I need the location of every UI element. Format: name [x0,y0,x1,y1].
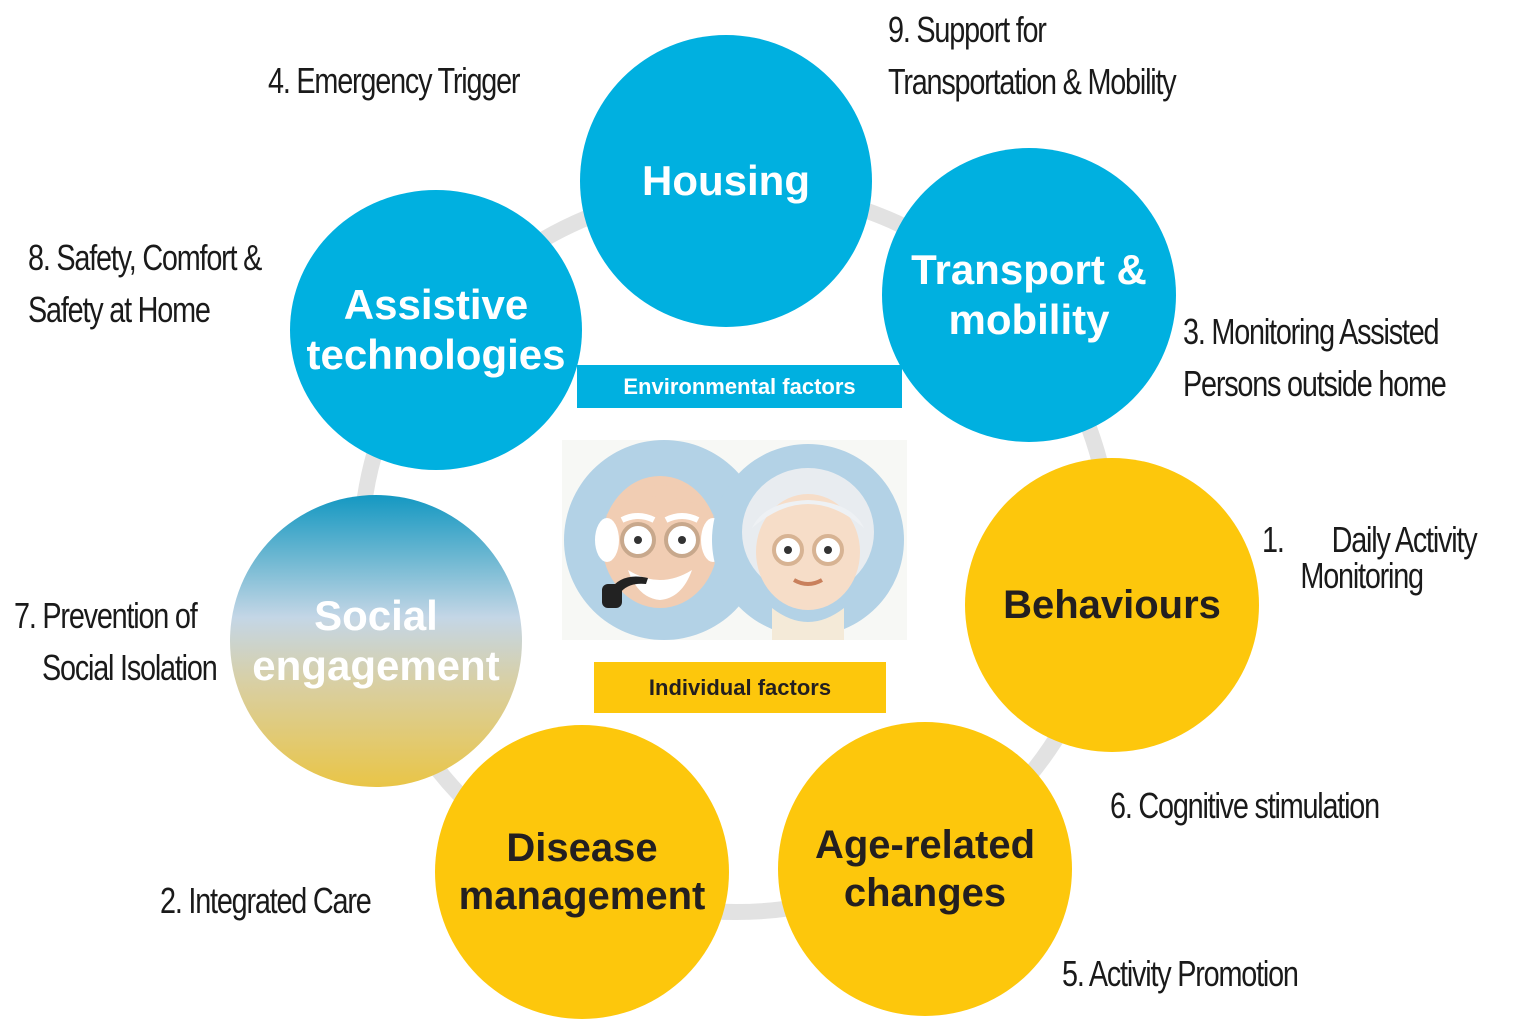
service-7-label: 7. Prevention of Social Isolation [14,590,218,694]
service-6-label: 6. Cognitive stimulation [1110,780,1380,832]
node-age-label-2: changes [843,871,1007,915]
service-5-label: 5. Activity Promotion [1062,948,1299,1000]
service-3-line1: 3. Monitoring Assisted [1183,311,1440,352]
service-1-line2: Monitoring [1300,555,1424,596]
environmental-factors-label: Environmental factors [623,373,856,399]
node-assistive-label-2: technologies [306,331,566,378]
node-behaviours-label: Behaviours [1003,583,1221,627]
elderly-woman-icon [712,444,904,640]
service-4-label: 4. Emergency Trigger [268,55,521,107]
node-housing: Housing [580,35,872,327]
service-6-text: 6. Cognitive stimulation [1110,785,1380,826]
node-age-related-changes: Age-related changes [778,722,1072,1016]
node-assistive-label-1: Assistive [343,280,529,328]
service-8-label: 8. Safety, Comfort & Safety at Home [28,232,262,336]
service-3-line2: Persons outside home [1183,363,1447,405]
node-social-engagement: Social engagement [230,495,522,787]
node-behaviours: Behaviours [965,458,1259,752]
service-5-text: 5. Activity Promotion [1062,953,1299,994]
node-disease-label-2: management [458,874,706,918]
service-8-line2: Safety at Home [28,289,211,331]
node-transport-mobility: Transport & mobility [882,148,1176,442]
node-assistive-technologies: Assistive technologies [290,190,582,470]
node-social-label-2: engagement [252,642,500,689]
elderly-couple-illustration [562,440,907,640]
service-1-number: 1. [1262,519,1285,560]
service-7-line2: Social Isolation [42,647,218,689]
service-1-label: 1. Daily Activity Monitoring [1262,519,1478,596]
node-age-label-1: Age-related [814,823,1036,867]
service-7-line1: 7. Prevention of [14,595,198,636]
elderly-man-icon [564,440,764,640]
service-8-line1: 8. Safety, Comfort & [28,237,262,278]
node-social-label-1: Social [314,591,438,639]
service-9-line1: 9. Support for [888,9,1047,50]
service-1-text-1: Daily Activity [1331,519,1478,560]
individual-factors-badge: Individual factors [594,662,886,713]
environmental-factors-badge: Environmental factors [577,365,902,408]
service-2-text: 2. Integrated Care [160,880,372,921]
individual-factors-label: Individual factors [648,674,832,700]
node-disease-management: Disease management [435,725,729,1019]
node-transport-label-1: Transport & [911,245,1147,293]
service-1-line1: 1. Daily Activity [1262,519,1478,560]
service-9-label: 9. Support for Transportation & Mobility [888,4,1177,108]
service-4-text: 4. Emergency Trigger [268,60,521,101]
node-disease-label-1: Disease [506,826,658,870]
node-housing-label: Housing [642,156,810,204]
service-3-label: 3. Monitoring Assisted Persons outside h… [1183,306,1447,410]
service-2-label: 2. Integrated Care [160,875,372,927]
node-transport-label-2: mobility [948,296,1110,343]
service-9-line2: Transportation & Mobility [888,61,1177,103]
